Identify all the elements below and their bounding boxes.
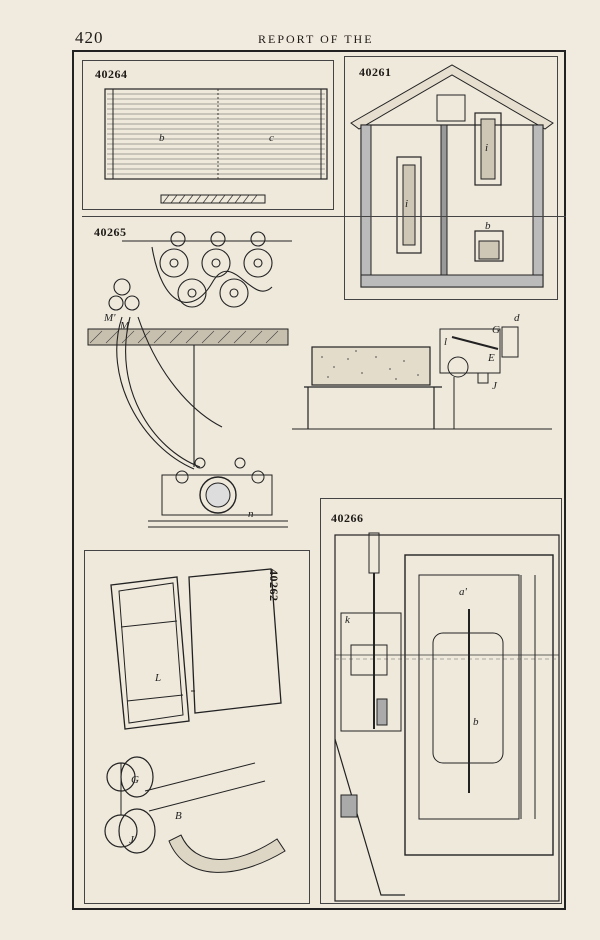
label-L: L bbox=[154, 672, 161, 684]
page-number: 420 bbox=[75, 28, 104, 47]
figure-number-40266: 40266 bbox=[331, 511, 364, 525]
page-header: 420 REPORT OF THE bbox=[0, 28, 600, 52]
label-E: E bbox=[487, 352, 495, 364]
label-a-prime: a' bbox=[459, 586, 468, 598]
figure-40266-drawing: k a' b bbox=[334, 532, 560, 902]
label-l: l bbox=[444, 336, 447, 348]
label-c: c bbox=[269, 132, 274, 144]
label-G-machine: G bbox=[492, 324, 500, 336]
label-n: n bbox=[248, 508, 254, 520]
figure-number-40264: 40264 bbox=[95, 67, 128, 81]
label-b-house: b bbox=[485, 220, 491, 232]
figure-40264-drawing: b c bbox=[104, 88, 328, 204]
figure-40261-panel: 40261 i i b bbox=[344, 56, 558, 300]
label-i-right: i bbox=[485, 142, 488, 154]
figure-40265-drawing: M M' d G E J l n bbox=[87, 231, 552, 528]
label-b: b bbox=[159, 132, 165, 144]
label-J-cabinet: J bbox=[129, 834, 135, 846]
label-b-tank: b bbox=[473, 716, 479, 728]
figure-40262-panel: 40262 L G B J bbox=[84, 550, 310, 904]
figure-40262-drawing: L G B J bbox=[104, 568, 286, 873]
figure-plate: 40264 bbox=[72, 50, 566, 910]
figure-40266-panel: 40266 k a' b bbox=[320, 498, 562, 904]
label-B: B bbox=[175, 810, 182, 822]
label-J-machine: J bbox=[492, 380, 498, 392]
running-title: REPORT OF THE bbox=[258, 32, 374, 46]
figure-number-40261: 40261 bbox=[359, 65, 392, 79]
figure-40261-drawing: i i b bbox=[350, 64, 554, 288]
label-d: d bbox=[514, 312, 520, 324]
label-G-cabinet: G bbox=[131, 774, 139, 786]
figure-40264-panel: 40264 bbox=[82, 60, 334, 210]
label-i-left: i bbox=[405, 198, 408, 210]
figure-number-40265: 40265 bbox=[94, 225, 127, 239]
label-k: k bbox=[345, 614, 351, 626]
figure-40265-panel: 40265 bbox=[82, 216, 566, 546]
label-M: M bbox=[119, 320, 130, 332]
label-M-prime: M' bbox=[103, 312, 116, 324]
